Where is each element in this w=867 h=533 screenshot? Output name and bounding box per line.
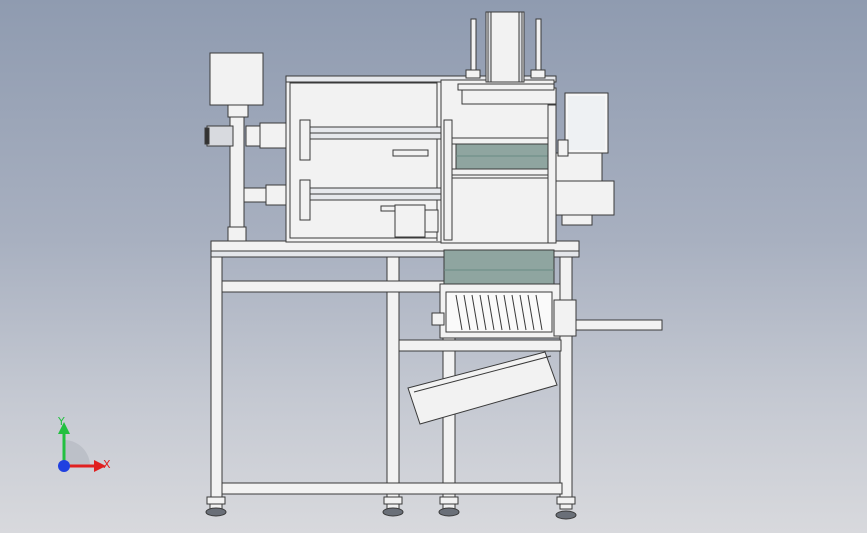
y-axis-label: Y xyxy=(58,415,65,428)
discharge-chute[interactable] xyxy=(407,351,558,425)
support-frame[interactable] xyxy=(205,240,580,520)
feed-column[interactable] xyxy=(204,52,299,242)
z-axis-dot xyxy=(58,460,70,472)
y-axis-arrowhead xyxy=(58,422,70,434)
cutter-head[interactable] xyxy=(440,79,557,244)
lower-hopper[interactable] xyxy=(431,249,663,339)
x-axis-arrowhead xyxy=(94,460,106,472)
x-axis-label: X xyxy=(103,458,111,471)
main-housing[interactable] xyxy=(285,75,557,243)
axis-triad xyxy=(58,422,106,472)
top-cylinder[interactable] xyxy=(465,11,546,83)
right-motor[interactable] xyxy=(555,92,615,226)
